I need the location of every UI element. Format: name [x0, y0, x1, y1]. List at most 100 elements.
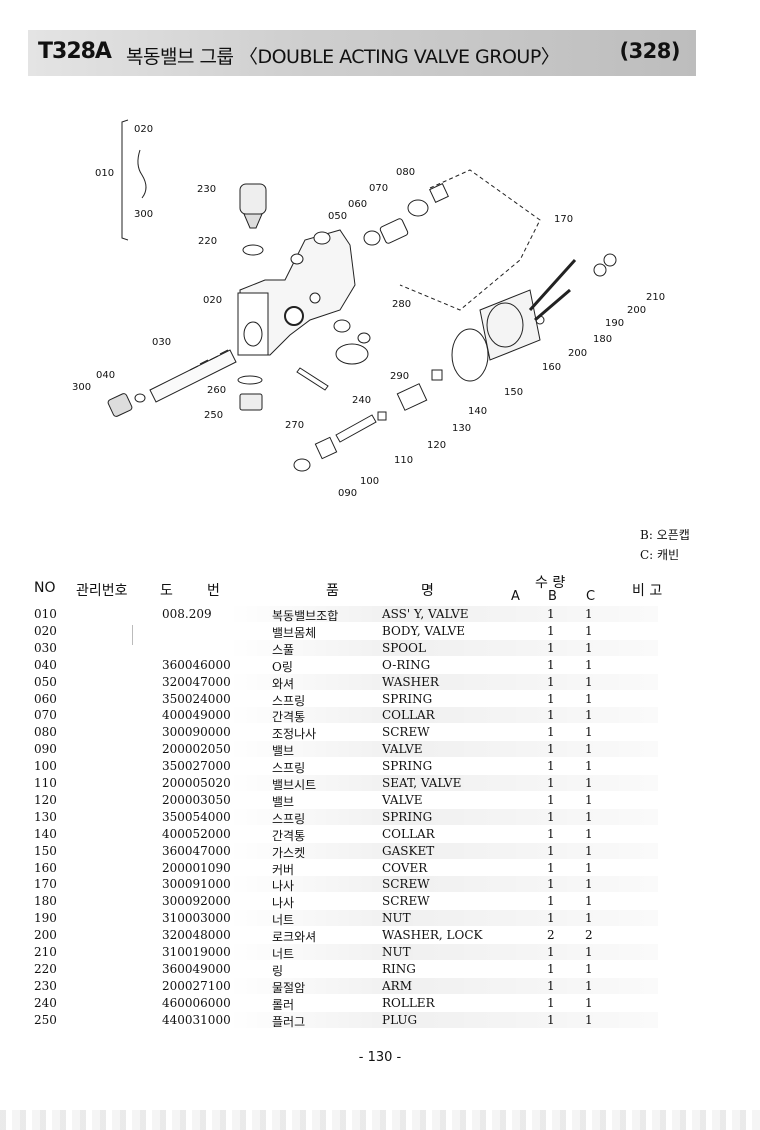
part-number: 400052000: [162, 826, 231, 841]
row-shading: [228, 775, 658, 791]
o-ring-part: [134, 393, 146, 403]
callout-label: 120: [427, 440, 446, 451]
row-number: 010: [34, 607, 57, 621]
qty-b: 1: [547, 1012, 555, 1027]
header-drawing-2: 번: [207, 583, 220, 599]
header-c: C: [586, 589, 596, 604]
qty-b: 1: [547, 691, 555, 706]
korean-name: 조정나사: [272, 727, 317, 742]
plug-part: [107, 393, 133, 417]
callout-label: 050: [328, 211, 347, 222]
qty-b: 1: [547, 843, 555, 858]
qty-c: 1: [585, 691, 593, 706]
callout-label: 130: [452, 423, 471, 434]
english-name: COVER: [382, 860, 428, 875]
table-header: NO 관리번호 도 번 품 명 수 량 A B C 비 고: [0, 572, 760, 604]
arm-part: [239, 183, 267, 215]
qty-b: 1: [547, 961, 555, 976]
group-code: T328A: [38, 39, 112, 64]
qty-b: 1: [547, 674, 555, 689]
korean-name: 간격통: [272, 828, 306, 843]
qty-c: 1: [585, 1012, 593, 1027]
part-number: 310003000: [162, 911, 231, 926]
row-number: 180: [34, 894, 57, 909]
callout-label: 200: [627, 305, 646, 316]
qty-c: 1: [585, 742, 593, 757]
spool-part: [149, 349, 237, 403]
callout-label: 060: [348, 199, 367, 210]
part-number: 350054000: [162, 809, 231, 824]
korean-name: 복동밸브조합: [272, 609, 339, 623]
valve-body: [239, 229, 356, 356]
header-name-1: 품: [326, 583, 339, 599]
qty-c: 2: [585, 928, 593, 943]
row-shading: [228, 673, 658, 690]
callout-label: 040: [96, 370, 115, 381]
english-name: COLLAR: [382, 826, 435, 841]
row-shading: [228, 741, 658, 758]
english-name: WASHER, LOCK: [382, 928, 483, 943]
callout-label: 090: [338, 488, 357, 499]
qty-c: 1: [585, 894, 593, 909]
qty-b: 1: [547, 607, 555, 621]
row-shading: [228, 808, 658, 825]
header-qty: 수 량: [535, 575, 566, 591]
row-shading: [228, 606, 658, 622]
english-name: BODY, VALVE: [382, 623, 465, 638]
row-shading: [228, 876, 658, 893]
korean-name: 가스켓: [272, 845, 306, 860]
callout-label: 230: [197, 184, 216, 195]
header-no: NO: [34, 580, 56, 596]
row-shading: [228, 977, 658, 994]
qty-b: 1: [547, 945, 555, 959]
row-shading: [228, 707, 658, 724]
english-name: VALVE: [382, 792, 423, 807]
callout-label: 240: [352, 395, 371, 406]
callout-label: 100: [360, 476, 379, 487]
row-shading: [228, 910, 658, 927]
english-name: VALVE: [382, 742, 423, 757]
qty-b: 2: [547, 928, 555, 943]
row-number: 130: [34, 809, 57, 824]
row-number: 070: [34, 708, 57, 723]
qty-c: 1: [585, 725, 593, 740]
header-a: A: [511, 589, 520, 604]
row-number: 240: [34, 995, 57, 1010]
row-number: 230: [34, 978, 57, 993]
qty-b: 1: [547, 742, 555, 757]
row-number: 110: [34, 776, 57, 790]
part-number: 320048000: [162, 928, 231, 943]
english-name: SCREW: [382, 877, 430, 892]
column-divider: [132, 625, 133, 645]
row-number: 090: [34, 742, 57, 757]
row-number: 020: [34, 623, 57, 638]
part-number: 200027100: [162, 978, 231, 993]
part-number: 200001090: [162, 860, 231, 875]
english-name: SCREW: [382, 894, 430, 909]
part-number: 350027000: [162, 759, 231, 774]
english-name: NUT: [382, 911, 411, 926]
qty-c: 1: [585, 826, 593, 841]
part-number: 300092000: [162, 894, 231, 909]
qty-b: 1: [547, 995, 555, 1010]
qty-c: 1: [585, 945, 593, 959]
callout-label: 280: [392, 299, 411, 310]
english-name: SPRING: [382, 759, 433, 774]
callout-label: 300: [72, 382, 91, 393]
english-name: WASHER: [382, 674, 439, 689]
row-number: 080: [34, 725, 57, 740]
korean-name: 스프링: [272, 761, 306, 776]
row-number: 200: [34, 928, 57, 943]
korean-name: 스풀: [272, 642, 295, 657]
qty-c: 1: [585, 640, 593, 655]
callout-label: 190: [605, 318, 624, 329]
ring-part: [242, 244, 264, 256]
row-number: 120: [34, 792, 57, 807]
header-drawing-1: 도: [160, 583, 173, 599]
